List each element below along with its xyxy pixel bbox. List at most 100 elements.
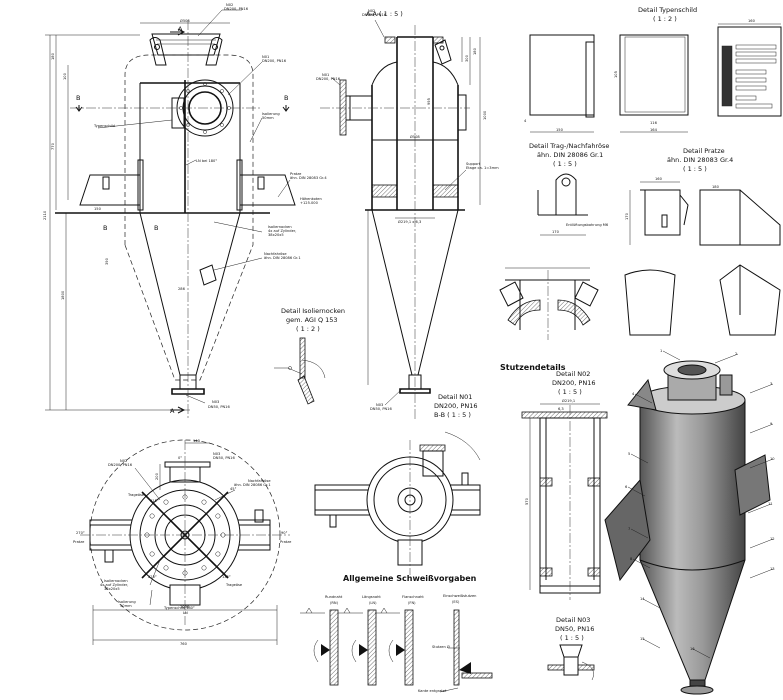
aa-label-hoehe: Höhenkoten — [300, 197, 322, 201]
typenschild-title: Detail Typenschild — [638, 6, 697, 14]
pratze-dim-2: 170 — [625, 212, 629, 220]
detail-trag-oese: Detail Trag-/Nachfahröse ähn. DIN 28086 … — [499, 142, 609, 340]
tv-angle-45: 45° — [230, 487, 237, 491]
tv-label-trageoese-1: Trageöse — [127, 493, 145, 497]
tv-label-n03-spec: DN50, PN16 — [213, 456, 235, 460]
weld-plate — [367, 609, 377, 686]
weld-rn-code: (RN) — [330, 601, 339, 605]
callout-number: 3 — [770, 382, 772, 386]
section-marker-b-right-2: B — [154, 224, 158, 232]
label-n01-spec: DN200, PN16 — [262, 59, 287, 63]
tv-label-nachfahroese-spec: ähn. DIN 28086 Gr.1 — [234, 483, 271, 487]
n02-dim-diameter: Ø219,1 — [562, 398, 575, 403]
callout-number: 7 — [628, 527, 630, 531]
label-isoliernocken-spec1: 4x auf Zylinder, — [268, 229, 296, 233]
section-marker-a-bottom: A — [170, 407, 175, 415]
weld-fn-code: (FN) — [408, 601, 416, 605]
aa-label-n02-spec: DN200, PN16 — [362, 13, 387, 17]
label-n02-spec: DN200, PN16 — [224, 7, 249, 11]
n03-spec: DN50, PN16 — [555, 625, 594, 633]
callout-number: 4 — [632, 392, 635, 396]
trag-oese-title: Detail Trag-/Nachfahröse — [529, 142, 609, 150]
aa-label-support-spec: Etage ca. 1=3mm — [466, 166, 499, 170]
tv-angle-315: 315° — [150, 499, 159, 503]
callout-leader — [692, 648, 711, 659]
weld-angle — [313, 639, 319, 663]
n02-dim-length: 570 — [525, 497, 529, 505]
aa-label-n02: N02 — [368, 9, 375, 13]
label-n03-spec: DN50, PN16 — [208, 405, 230, 409]
pratze-dim-1: 160 — [655, 177, 663, 181]
isoliernocken-title: Detail Isoliernocken — [281, 307, 345, 315]
tv-dim-width-1: 1036 — [180, 605, 190, 609]
aa-dim-995: 995 — [427, 98, 431, 105]
bolt-hole — [163, 499, 169, 505]
callout-leader — [714, 353, 739, 364]
weld-angle — [388, 639, 394, 663]
label-isolierung-spec: 50mm — [262, 116, 274, 120]
weld-seam — [359, 644, 368, 656]
section-marker-b-left-2: B — [103, 224, 107, 232]
tv-angle-0: 0° — [178, 456, 182, 460]
isoliernocken-norm: gem. AGI Q 153 — [286, 316, 338, 324]
callout-number: 15 — [640, 637, 645, 641]
section-aa-title: A-A ( 1 : 5 ) — [366, 10, 403, 18]
weld-seam — [396, 644, 405, 656]
weld-es: Einschweißstutzen — [443, 594, 476, 598]
callout-leader — [630, 528, 649, 539]
tv-label-typenschild: Typenschild 180° — [163, 606, 195, 610]
bolt-hole — [215, 551, 221, 557]
tv-label-isolierung-spec: 50mm — [120, 604, 132, 608]
callout-number: 12 — [770, 537, 775, 541]
n02-title: Detail N02 — [556, 370, 590, 378]
tv-label-isoliernocken: Isoliernocken — [104, 579, 128, 583]
dim-286: 286 — [178, 287, 186, 291]
tv-label-nachfahroese: Nachfahröse — [248, 479, 271, 483]
weld-es-code: (ES) — [452, 600, 460, 604]
label-n01: N01 — [262, 55, 269, 59]
aa-label-n01: N01 — [322, 73, 329, 77]
trag-oese-dim: 170 — [552, 230, 560, 234]
tv-label-ln: LN — [183, 611, 188, 615]
detail-n01: Detail N01 DN200, PN16 B-B ( 1 : 5 ) — [314, 393, 481, 575]
tv-label-isoliernocken-spec1: 4x auf Zylinder, — [100, 583, 128, 587]
weld-heading: Allgemeine Schweißvorgaben — [343, 574, 477, 583]
label-nachfahroese: Nachfahröse — [264, 252, 287, 256]
dim-top: 180 — [51, 52, 55, 60]
aa-dim-180: 180 — [473, 47, 477, 55]
typenschild-dim-5: 105 — [614, 71, 618, 78]
tv-label-pratze-left: Pratze — [73, 540, 85, 544]
tv-angle-90: 90° — [281, 531, 288, 535]
callout-leader — [749, 568, 774, 579]
typenschild-dim-1: 150 — [556, 128, 564, 132]
tv-dim-width-2: 760 — [180, 642, 188, 646]
bolt-hole — [215, 513, 221, 519]
callout-leader — [747, 503, 772, 514]
tv-angle-225: 225° — [148, 575, 157, 579]
aa-label-support: Support — [466, 162, 481, 166]
label-nachfahroese-spec: ähn. DIN 28086 Gr.1 — [264, 256, 301, 260]
weld-rn: Rundnaht — [325, 595, 343, 599]
tv-label-isoliernocken-spec2: 38x20x5 — [104, 587, 120, 591]
isoliernocken-scale: ( 1 : 2 ) — [296, 325, 320, 333]
weld-ln-code: (LN) — [369, 601, 377, 605]
typenschild-dim-3: 164 — [650, 128, 658, 132]
n03-title: Detail N03 — [556, 616, 590, 624]
detail-pratze: Detail Pratze ähn. DIN 28083 Gr.4 ( 1 : … — [624, 147, 781, 336]
tv-label-pratze-right: Pratze — [280, 540, 292, 544]
pratze-title: Detail Pratze — [683, 147, 725, 155]
dim-mid: 770 — [51, 142, 55, 150]
callout-leader — [749, 458, 774, 469]
top-view: N02 DN200, PN16 N03 DN50, PN16 Nachfahrö… — [73, 439, 292, 646]
section-marker-b-right: B — [284, 94, 288, 102]
tv-label-n03: N03 — [213, 452, 220, 456]
section-marker-a-top: A — [178, 25, 183, 33]
callout-leader — [749, 423, 774, 434]
label-typenschild: Typenschild — [93, 124, 115, 128]
callout-leader — [627, 486, 646, 497]
section-a-a: A-A ( 1 : 5 ) N02 DN200, PN16 N01 DN200,… — [300, 9, 499, 420]
weld-symbol — [300, 607, 325, 614]
